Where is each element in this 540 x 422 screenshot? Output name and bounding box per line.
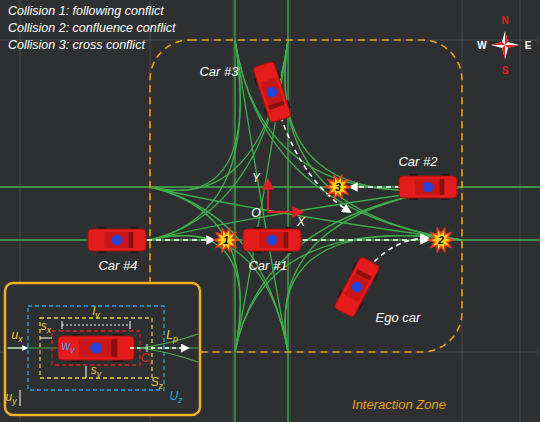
- label: 1: [223, 235, 229, 246]
- car: [332, 255, 382, 318]
- lane-curve: [150, 40, 240, 190]
- inset-panel: [5, 283, 200, 415]
- car: [88, 227, 146, 253]
- label: 3: [335, 182, 341, 193]
- x-axis: [268, 211, 302, 213]
- lane-curve: [285, 236, 462, 352]
- label: X: [297, 216, 305, 229]
- label: Car #1: [248, 259, 287, 273]
- label: E: [525, 40, 532, 51]
- label: Car #3: [199, 65, 238, 79]
- label: Y: [252, 172, 260, 185]
- dimension-label: Lp: [166, 329, 177, 344]
- car: [399, 174, 457, 200]
- dimension-label: Ci: [141, 352, 152, 367]
- car: [243, 227, 301, 253]
- lane-curve: [285, 187, 462, 352]
- trajectory: [303, 239, 428, 241]
- y-axis: [267, 180, 269, 212]
- trajectory: [278, 108, 350, 212]
- lane-curve: [150, 40, 240, 240]
- collision-note: Collision 1: following conflict: [8, 5, 164, 19]
- collision-star: [429, 229, 453, 252]
- trajectory: [368, 238, 428, 268]
- lane-curve: [285, 40, 462, 240]
- dimension-label: lv: [93, 305, 100, 320]
- label: S: [502, 65, 509, 76]
- collision-star: [214, 229, 238, 252]
- label: O: [251, 207, 260, 220]
- lane-curve: [235, 40, 462, 240]
- lane-line: [234, 0, 235, 422]
- dimension-label: uy: [6, 391, 17, 406]
- car: [58, 334, 134, 362]
- lane-curve: [235, 236, 462, 352]
- label: W: [477, 40, 486, 51]
- dimension-label: ux: [12, 329, 23, 344]
- label: Car #4: [98, 259, 137, 273]
- dimension-label: wv: [62, 340, 75, 355]
- lane-curve: [235, 40, 462, 190]
- label: Interaction Zone: [352, 398, 446, 412]
- label: 2: [438, 235, 444, 246]
- dimension-label: sx: [41, 320, 51, 335]
- collision-note: Collision 2: confluence conflict: [8, 22, 175, 36]
- trajectory: [147, 239, 214, 241]
- label: N: [501, 15, 508, 26]
- label: Car #2: [398, 155, 437, 169]
- collision-star: [326, 176, 350, 199]
- sz-box: [40, 318, 152, 378]
- dimension-label: sy: [91, 364, 101, 379]
- compass: [491, 31, 519, 59]
- dimension-label: Sz: [151, 376, 163, 391]
- ci-box: [52, 331, 140, 365]
- label: Ego car: [376, 311, 421, 325]
- car: [251, 60, 294, 123]
- dimension-label: Uz: [170, 390, 183, 405]
- collision-note: Collision 3: cross conflict: [8, 39, 145, 53]
- trajectory: [350, 186, 400, 188]
